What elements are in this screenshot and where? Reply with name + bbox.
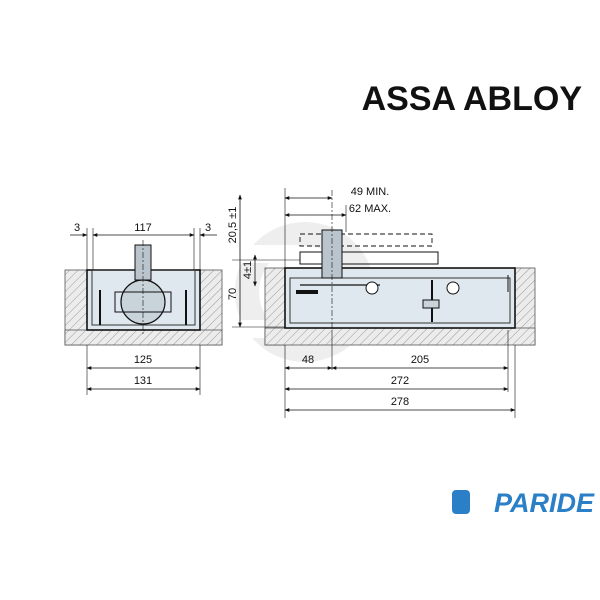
dim-20-5: 20,5 ±1 — [227, 207, 239, 244]
dim-right-gap: 3 — [205, 222, 211, 234]
right-housing — [284, 267, 516, 329]
left-spindle — [134, 244, 152, 281]
svg-text:PARIDE: PARIDE — [494, 488, 595, 518]
right-section-view: 49 MIN. 62 MAX. 20,5 ±1 70 4±1 48 205 27… — [227, 186, 536, 418]
assa-abloy-logo: ASSA ABLOY — [362, 80, 583, 118]
paride-logo: PARIDE — [452, 488, 595, 518]
dim-left-width-117: 117 — [134, 222, 152, 234]
dim-left-width-125: 125 — [134, 354, 152, 366]
adjustment-screw-left — [365, 281, 379, 295]
dim-4: 4±1 — [242, 261, 254, 279]
dim-left-gap: 3 — [74, 222, 80, 234]
dim-left-width-131: 131 — [134, 375, 152, 387]
dim-205: 205 — [411, 354, 429, 366]
adjustable-cover-plate — [299, 233, 433, 247]
dim-62-max: 62 MAX. — [349, 203, 391, 215]
dim-70: 70 — [227, 288, 239, 300]
adjustment-screw-right — [446, 281, 460, 295]
dim-49-min: 49 MIN. — [351, 186, 390, 198]
dim-272: 272 — [391, 375, 409, 387]
dim-278: 278 — [391, 396, 409, 408]
dim-48: 48 — [302, 354, 314, 366]
cover-plate — [299, 251, 439, 265]
left-section-view: 3 117 3 125 131 — [64, 222, 223, 395]
